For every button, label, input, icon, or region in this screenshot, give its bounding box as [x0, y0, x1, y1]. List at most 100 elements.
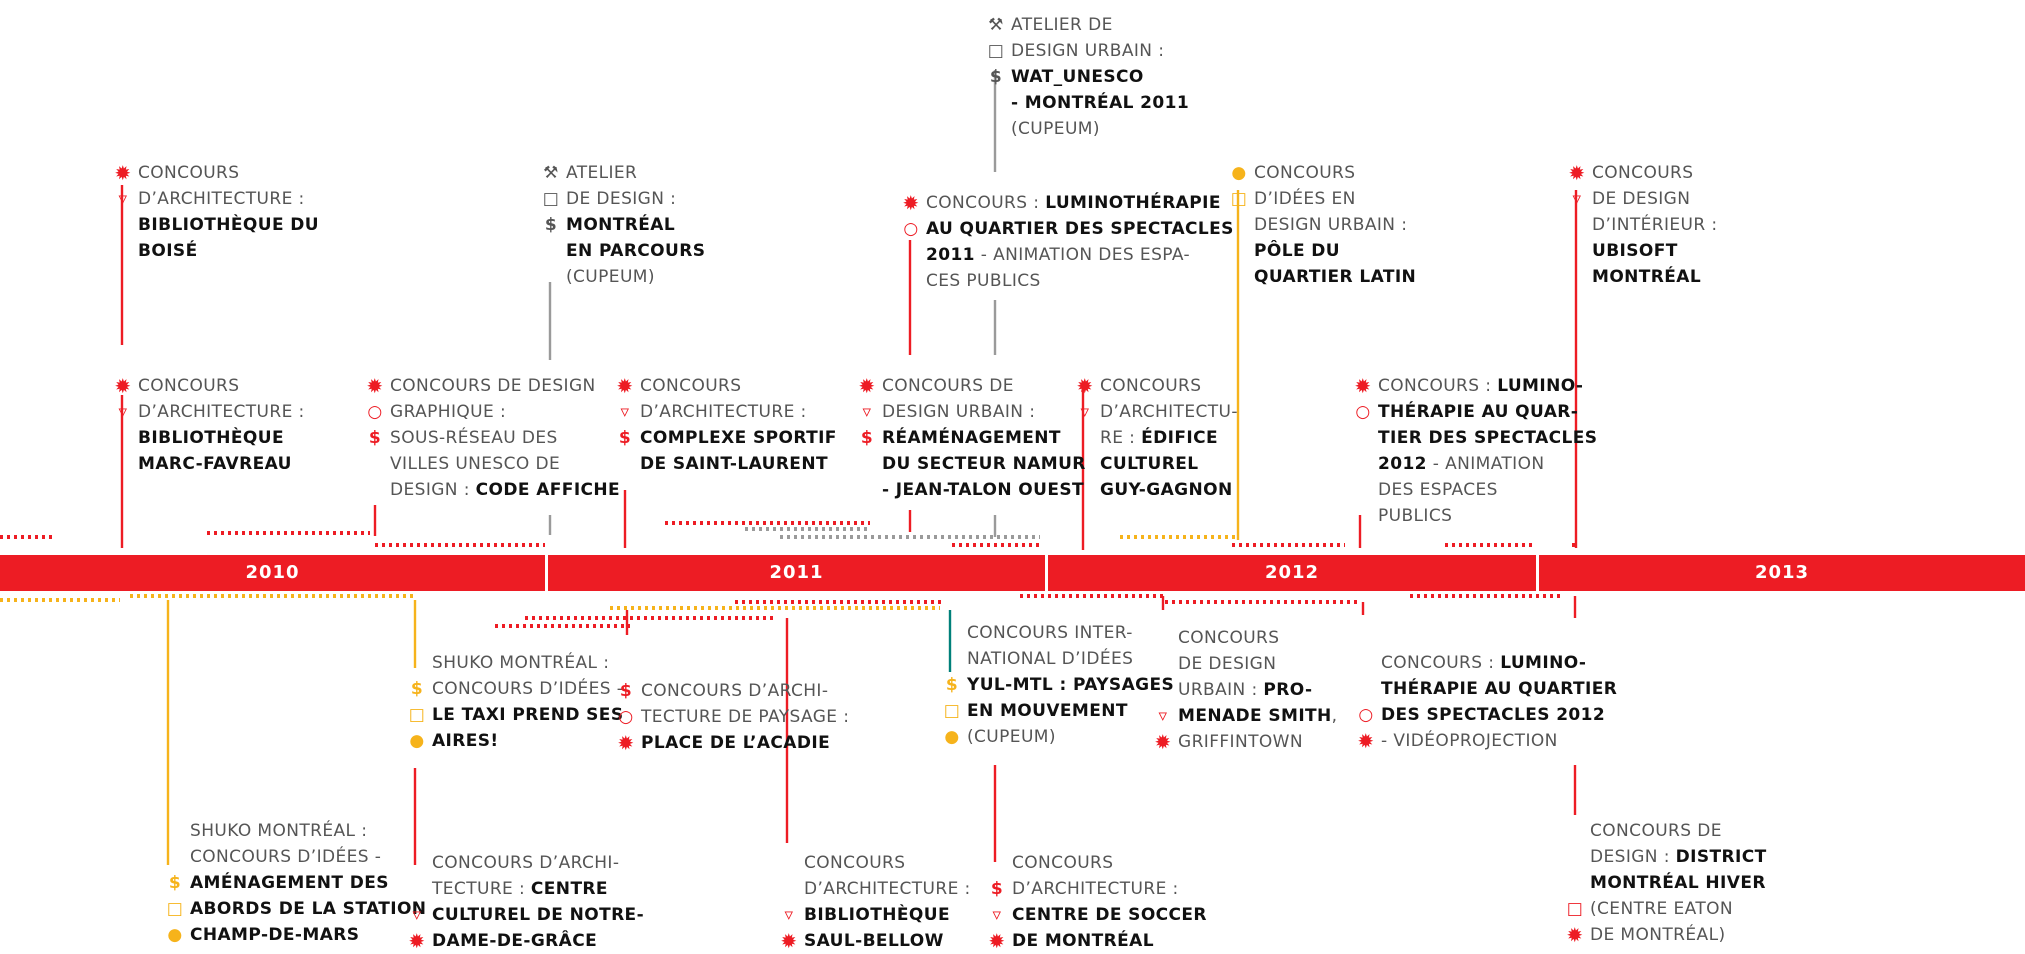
entry-line: DU SECTEUR NAMUR: [882, 451, 1086, 477]
red-burst-icon: ✹: [617, 731, 635, 755]
entry-text: NATIONAL D’IDÉES: [967, 649, 1134, 669]
entry-text: DE MONTRÉAL): [1590, 925, 1726, 945]
dollar-icon: $: [989, 67, 1003, 87]
timeline-bar-fill: [0, 555, 2025, 591]
entry-title-text: COMPLEXE SPORTIF: [640, 428, 837, 448]
entry-title-text: AU QUARTIER DES SPECTACLES: [926, 219, 1234, 239]
entry-title-text: DE SAINT-LAURENT: [640, 454, 828, 474]
dollar-icon: $: [619, 681, 633, 701]
entry-text: DESIGN URBAIN :: [1254, 215, 1408, 235]
entry-text: D’ARCHITECTURE :: [804, 879, 971, 899]
square-icon: □: [542, 189, 560, 209]
entry-title-text: CENTRE: [530, 879, 608, 899]
red-triangle-icon: ▿: [862, 402, 872, 422]
year-2013: 2013: [1754, 562, 1810, 583]
entry-title-text: BOISÉ: [138, 241, 198, 261]
entry-text: CES PUBLICS: [926, 271, 1041, 291]
entry-text: PUBLICS: [1378, 506, 1453, 526]
entry-text: DESIGN URBAIN :: [882, 402, 1036, 422]
entry-line: ✹- VIDÉOPROJECTION: [1357, 728, 1558, 754]
entry-text: CONCOURS D’IDÉES -: [432, 679, 624, 699]
entry-line: GUY-GAGNON: [1100, 477, 1233, 503]
entry-line: ○DES SPECTACLES 2012: [1358, 702, 1605, 728]
entry-line: 2012 - ANIMATION: [1378, 451, 1545, 477]
entry-line: BIBLIOTHÈQUE: [138, 425, 284, 451]
entry-text: D’ARCHITECTURE :: [138, 189, 305, 209]
entry-line: PUBLICS: [1378, 503, 1452, 529]
entry-title-text: DE MONTRÉAL: [1012, 931, 1154, 951]
entry-text: D’ARCHITECTURE :: [1012, 879, 1179, 899]
entry-line: NATIONAL D’IDÉES: [967, 646, 1133, 672]
entry-text: CONCOURS :: [926, 193, 1046, 213]
entry-line: ● AIRES!: [409, 728, 499, 754]
entry-title-text: AIRES!: [432, 731, 499, 751]
entry-line: D’INTÉRIEUR :: [1592, 212, 1718, 238]
lightbulb-icon: ●: [1231, 163, 1247, 183]
entry-text: - ANIMATION: [1426, 454, 1545, 474]
entry-title-text: WAT_UNESCO: [1011, 67, 1144, 87]
entry-line: ● CONCOURS: [1231, 160, 1356, 186]
entry-title-text: CHAMP-DE-MARS: [190, 925, 360, 945]
entry-line: ▿BIBLIOTHÈQUE: [785, 902, 950, 928]
entry-line: $ CONCOURS D’ARCHI-: [620, 678, 829, 704]
red-burst-icon: ✹: [408, 929, 426, 953]
entry-text: DES ESPACES: [1378, 480, 1498, 500]
dollar-icon: $: [410, 679, 424, 699]
year-2011: 2011: [769, 562, 824, 583]
entry-text: CONCOURS :: [1378, 376, 1498, 396]
entry-title-text: PLACE DE L’ACADIE: [641, 733, 831, 753]
square-icon: □: [987, 41, 1005, 61]
red-triangle-icon: ▿: [1158, 706, 1168, 726]
lightbulb-icon: ●: [409, 731, 425, 751]
red-triangle-icon: ▿: [118, 402, 128, 422]
entry-line: CONCOURS D’IDÉES -: [190, 844, 381, 870]
red-burst-icon: ✹: [1076, 374, 1094, 398]
entry-title-text: AMÉNAGEMENT DES: [190, 873, 389, 893]
entry-line: QUARTIER LATIN: [1254, 264, 1416, 290]
entry-line: ▿D’ARCHITECTURE :: [621, 399, 807, 425]
year-separator: [545, 555, 548, 591]
entry-text: GRIFFINTOWN: [1178, 732, 1303, 752]
entry-line: □(CENTRE EATON: [1567, 896, 1733, 922]
entry-line: DE DESIGN: [1178, 651, 1276, 677]
entry-title-text: MARC-FAVREAU: [138, 454, 292, 474]
year-separator: [1536, 555, 1539, 591]
entry-text: CONCOURS: [1254, 163, 1356, 183]
red-burst-icon: ✹: [366, 374, 384, 398]
entry-text: CONCOURS DE: [882, 376, 1014, 396]
entry-text: CONCOURS: [640, 376, 742, 396]
entry-line: $ CONCOURS D’IDÉES -: [411, 676, 624, 702]
entry-line: MONTRÉAL: [1592, 264, 1701, 290]
entry-title-text: CULTUREL: [1100, 454, 1199, 474]
entry-title-text: LE TAXI PREND SES: [432, 705, 624, 725]
entry-title-text: TIER DES SPECTACLES: [1378, 428, 1598, 448]
entry-text: CONCOURS D’ARCHI-: [641, 681, 829, 701]
entry-line: EN PARCOURS: [566, 238, 705, 264]
entry-title-text: MONTRÉAL: [1592, 267, 1702, 287]
entry-text: (CUPEUM): [566, 267, 655, 287]
entry-line: DE SAINT-LAURENT: [640, 451, 828, 477]
red-burst-icon: ✹: [1566, 923, 1584, 947]
entry-line: ○TECTURE DE PAYSAGE :: [618, 704, 849, 730]
entry-title-text: 2011: [926, 245, 975, 265]
entry-title-text: ABORDS DE LA STATION: [190, 899, 427, 919]
entry-line: MONTRÉAL HIVER: [1590, 870, 1766, 896]
entry-line: ●(CUPEUM): [944, 724, 1056, 750]
entry-text: D’INTÉRIEUR :: [1592, 215, 1718, 235]
entry-title-text: CODE AFFICHE: [475, 480, 621, 500]
entry-title-text: MONTRÉAL HIVER: [1590, 873, 1766, 893]
red-burst-icon: ✹: [114, 161, 132, 185]
dollar-icon: $: [990, 879, 1004, 899]
entry-line: DESIGN : CODE AFFICHE: [390, 477, 620, 503]
entry-text: CONCOURS: [1012, 853, 1114, 873]
square-icon: □: [408, 705, 426, 725]
entry-line: $AMÉNAGEMENT DES: [169, 870, 389, 896]
entry-text: URBAIN :: [1178, 680, 1264, 700]
entry-line: VILLES UNESCO DE: [390, 451, 560, 477]
lightbulb-icon: ●: [944, 727, 960, 747]
entry-line: ✹ PLACE DE L’ACADIE: [617, 730, 831, 756]
red-burst-icon: ✹: [1568, 161, 1586, 185]
entry-line: $MONTRÉAL: [545, 212, 675, 238]
entry-line: CONCOURS D’ARCHI-: [432, 850, 619, 876]
